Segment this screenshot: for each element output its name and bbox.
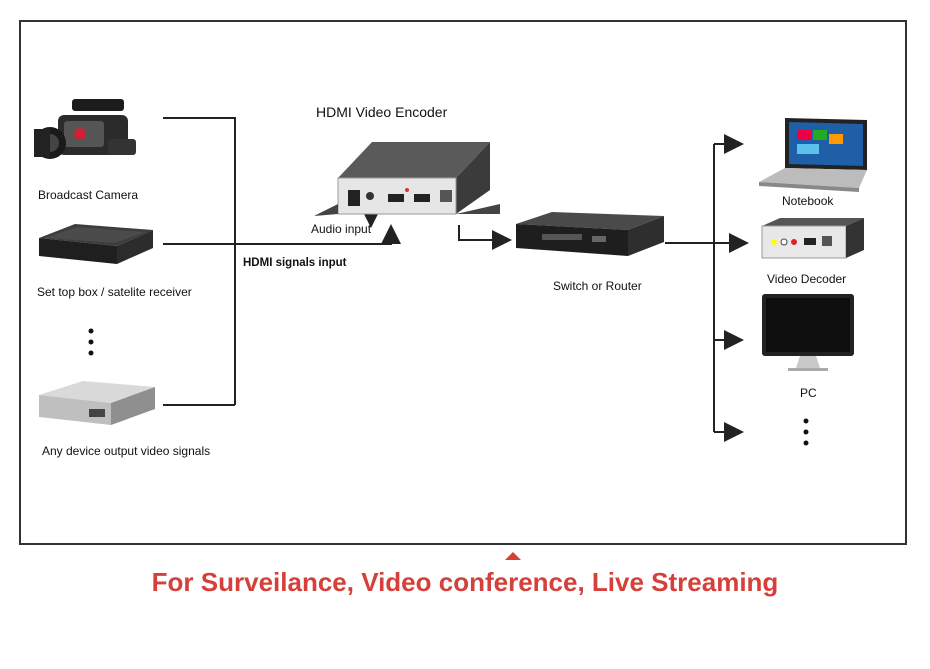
encoder-icon [314,142,500,216]
switch-label: Switch or Router [553,279,642,293]
settop-box-icon [39,224,153,264]
audio-input-label: Audio input [311,222,372,236]
notebook-icon [759,118,867,192]
encoder-to-switch-line [458,225,512,250]
video-decoder-label: Video Decoder [767,272,847,286]
camera-label: Broadcast Camera [38,188,139,202]
hdmi-input-label: HDMI signals input [243,257,347,269]
diagram-frame [19,20,907,545]
any-device-label: Any device output video signals [42,444,211,458]
encoder-title: HDMI Video Encoder [316,104,448,120]
caption: For Surveilance, Video conference, Live … [151,567,779,597]
input-line-settop [163,224,401,245]
generic-device-icon [39,381,155,425]
pc-label: PC [800,386,817,400]
settop-label: Set top box / satelite receiver [37,285,192,299]
camera-icon [34,99,136,159]
caption-pointer-icon [505,552,521,560]
pc-monitor-icon [762,294,854,371]
switch-router-icon [516,212,664,256]
input-line-camera [163,117,236,405]
ellipsis-left-icon [88,328,94,356]
ellipsis-right-icon [803,418,809,446]
notebook-label: Notebook [782,194,834,208]
video-decoder-icon [761,218,864,259]
